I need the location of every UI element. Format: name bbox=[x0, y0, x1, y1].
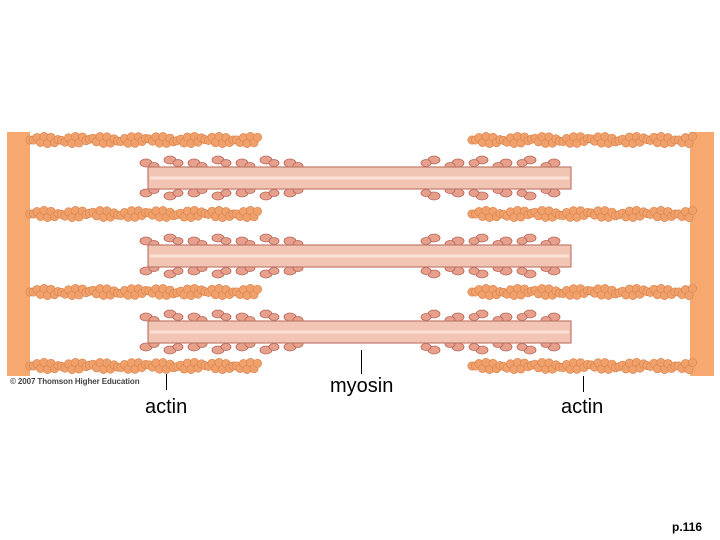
actin-left-leader bbox=[166, 374, 167, 390]
actin-filament bbox=[25, 206, 263, 222]
myosin-filament bbox=[139, 309, 572, 355]
actin-filament bbox=[467, 358, 697, 374]
actin-filament bbox=[25, 358, 263, 374]
z-disc-right bbox=[690, 132, 714, 376]
actin-filament bbox=[467, 284, 697, 300]
actin-filaments bbox=[25, 132, 697, 374]
z-disc-left bbox=[7, 132, 30, 376]
actin-left-label: actin bbox=[145, 396, 188, 418]
actin-right-leader bbox=[583, 376, 584, 392]
actin-filament bbox=[25, 284, 263, 300]
page-number: p.116 bbox=[672, 520, 703, 534]
copyright-notice: © 2007 Thomson Higher Education bbox=[10, 377, 140, 386]
actin-filament bbox=[467, 206, 697, 222]
actin-filament bbox=[467, 132, 697, 148]
myosin-filament bbox=[139, 233, 572, 279]
actin-right-label: actin bbox=[561, 396, 604, 418]
myosin-leader bbox=[361, 350, 362, 374]
myosin-filaments bbox=[139, 155, 572, 355]
myosin-label: myosin bbox=[330, 375, 394, 397]
myosin-filament bbox=[139, 155, 572, 201]
actin-filament bbox=[25, 132, 263, 148]
